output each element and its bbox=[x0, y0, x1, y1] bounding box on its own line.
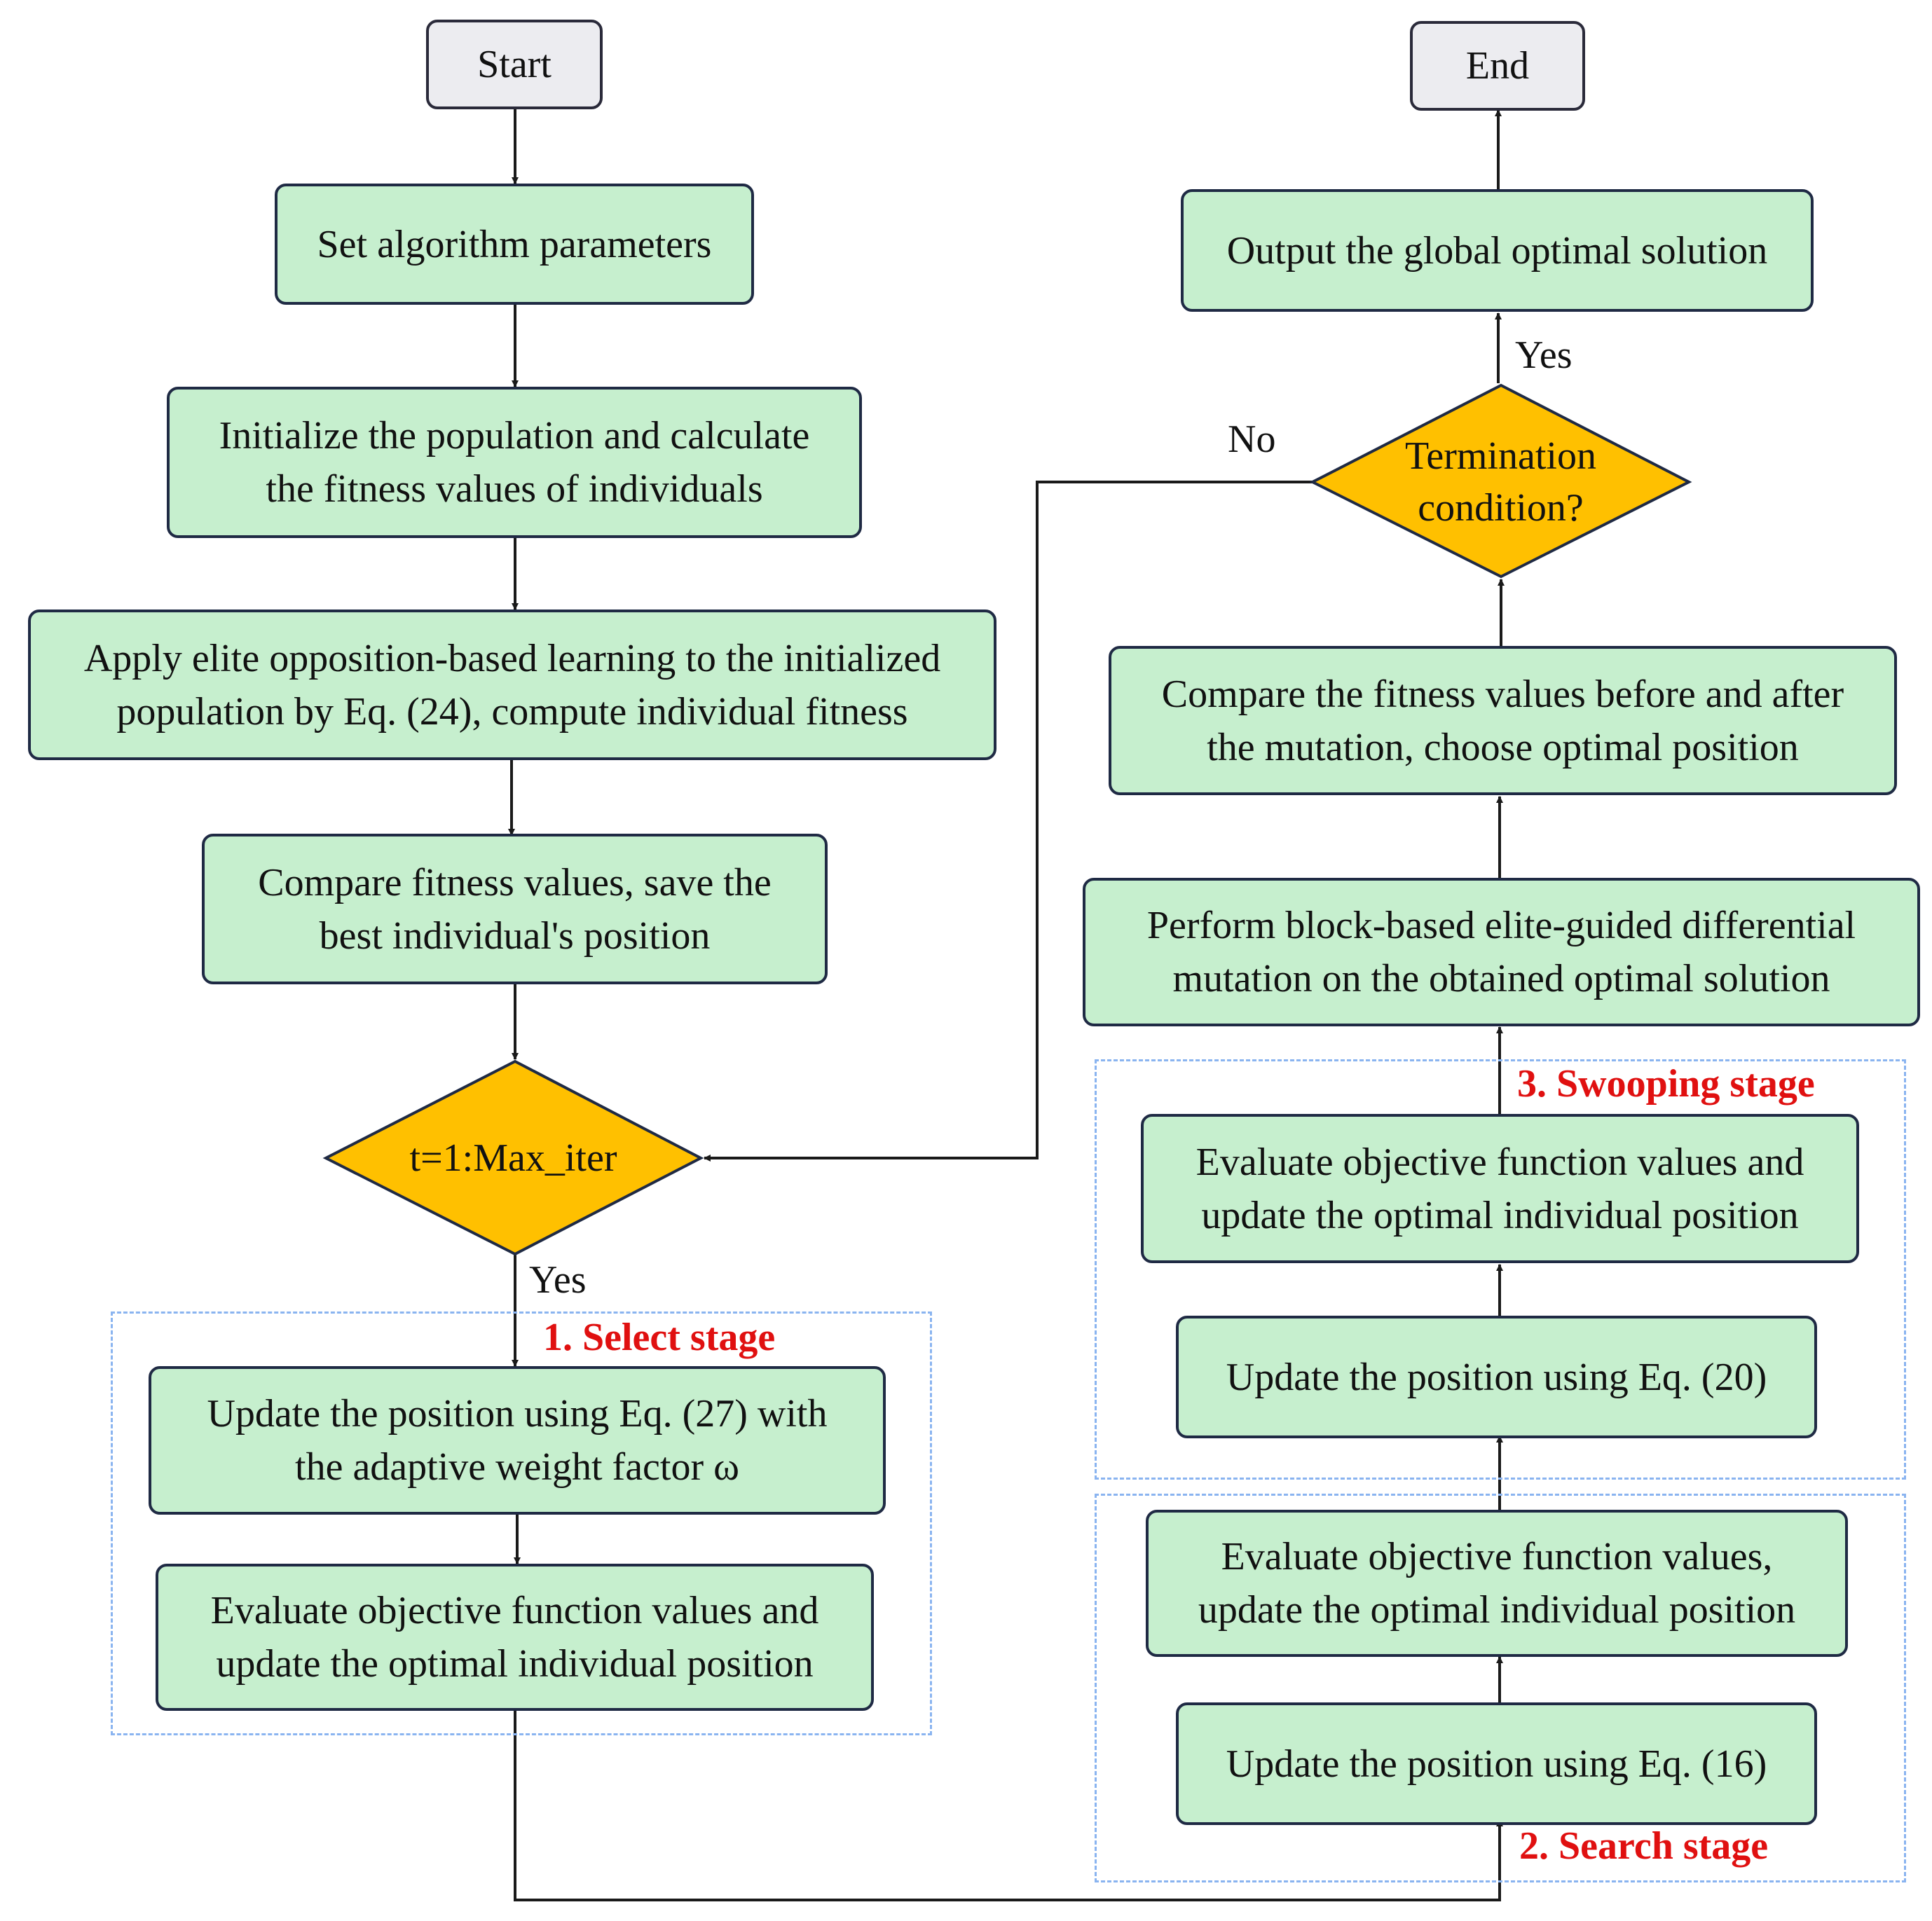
select-evaluate-line-1: Evaluate objective function values and bbox=[210, 1589, 819, 1632]
loop-decision-label: t=1:Max_iter bbox=[326, 1121, 701, 1195]
compare-mutation-line-2: the mutation, choose optimal position bbox=[1207, 725, 1799, 769]
search-stage-box bbox=[1095, 1494, 1906, 1882]
block-mutation-line-1: Perform block-based elite-guided differe… bbox=[1146, 904, 1856, 947]
compare-fitness-box: Compare fitness values, save the best in… bbox=[202, 834, 828, 984]
search-update-box: Update the position using Eq. (16) bbox=[1176, 1702, 1817, 1825]
termination-no-label: No bbox=[1228, 418, 1276, 461]
set-parameters-box: Set algorithm parameters bbox=[275, 184, 754, 305]
compare-mutation-line-1: Compare the fitness values before and af… bbox=[1161, 672, 1844, 716]
compare-mutation-box: Compare the fitness values before and af… bbox=[1109, 646, 1897, 795]
initialize-population-line-1: Initialize the population and calculate bbox=[219, 414, 810, 457]
termination-line-2: condition? bbox=[1418, 486, 1584, 530]
compare-fitness-line-1: Compare fitness values, save the bbox=[258, 860, 772, 904]
output-solution-text: Output the global optimal solution bbox=[1226, 228, 1768, 273]
initialize-population-box: Initialize the population and calculate … bbox=[167, 387, 862, 538]
output-solution-box: Output the global optimal solution bbox=[1181, 189, 1814, 312]
start-label: Start bbox=[477, 43, 551, 86]
elite-obl-line-2: population by Eq. (24), compute individu… bbox=[116, 689, 908, 734]
termination-line-1: Termination bbox=[1405, 434, 1596, 478]
end-terminal: End bbox=[1410, 21, 1585, 111]
arrow-termination-no-to-loop bbox=[704, 481, 1313, 1162]
swoop-update-text: Update the position using Eq. (20) bbox=[1226, 1355, 1767, 1399]
search-stage-label: 2. Search stage bbox=[1519, 1824, 1769, 1868]
swoop-evaluate-box: Evaluate objective function values and u… bbox=[1141, 1114, 1859, 1263]
select-stage-box bbox=[111, 1311, 932, 1735]
select-stage-label: 1. Select stage bbox=[543, 1316, 776, 1359]
search-evaluate-line-2: update the optimal individual position bbox=[1198, 1588, 1796, 1632]
elite-obl-box: Apply elite opposition-based learning to… bbox=[28, 610, 996, 760]
block-mutation-line-2: mutation on the obtained optimal solutio… bbox=[1172, 957, 1830, 1000]
termination-yes-label: Yes bbox=[1515, 333, 1573, 377]
end-label: End bbox=[1465, 44, 1530, 88]
elite-obl-line-1: Apply elite opposition-based learning to… bbox=[83, 636, 941, 680]
swooping-stage-label: 3. Swooping stage bbox=[1517, 1062, 1815, 1106]
search-update-text: Update the position using Eq. (16) bbox=[1226, 1742, 1767, 1786]
loop-decision-text: t=1:Max_iter bbox=[409, 1136, 617, 1180]
select-update-box: Update the position using Eq. (27) with … bbox=[149, 1366, 886, 1515]
termination-decision-label: Termination condition? bbox=[1313, 420, 1689, 544]
swooping-stage-box bbox=[1095, 1059, 1906, 1480]
set-parameters-text: Set algorithm parameters bbox=[317, 222, 712, 266]
termination-decision-diamond bbox=[1309, 383, 1692, 579]
initialize-population-line-2: the fitness values of individuals bbox=[266, 467, 763, 511]
select-evaluate-box: Evaluate objective function values and u… bbox=[156, 1564, 874, 1711]
loop-decision-diamond bbox=[322, 1059, 704, 1256]
compare-fitness-line-2: best individual's position bbox=[319, 914, 711, 958]
search-evaluate-box: Evaluate objective function values, upda… bbox=[1146, 1510, 1848, 1657]
start-terminal: Start bbox=[426, 20, 603, 109]
select-update-line-2: the adaptive weight factor ω bbox=[295, 1445, 739, 1489]
arrow-select-to-search bbox=[514, 1711, 1503, 1901]
swoop-evaluate-line-1: Evaluate objective function values and bbox=[1195, 1140, 1804, 1184]
select-update-line-1: Update the position using Eq. (27) with bbox=[207, 1392, 828, 1435]
select-evaluate-line-2: update the optimal individual position bbox=[216, 1642, 814, 1686]
swoop-evaluate-line-2: update the optimal individual position bbox=[1201, 1193, 1799, 1237]
loop-yes-label: Yes bbox=[529, 1258, 587, 1302]
search-evaluate-line-1: Evaluate objective function values, bbox=[1221, 1535, 1773, 1578]
block-mutation-box: Perform block-based elite-guided differe… bbox=[1083, 878, 1920, 1026]
swoop-update-box: Update the position using Eq. (20) bbox=[1176, 1316, 1817, 1438]
